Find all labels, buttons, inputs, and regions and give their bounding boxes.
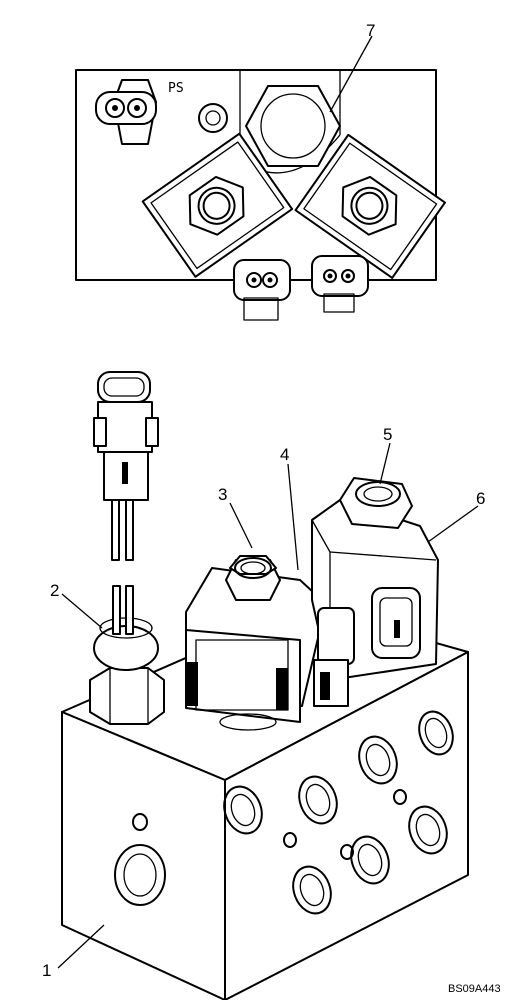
callout-1-label: 1 [42,961,51,980]
coil-base-ring [219,713,277,731]
plug-top [198,103,228,133]
callout-2-label: 2 [50,581,59,600]
isometric-view [61,371,469,1000]
callout-5-label: 5 [383,425,392,444]
ports-right-face [223,710,454,915]
wiring-connector [93,371,159,501]
cartridge-hex-top [245,85,341,167]
callout-4: 4 [280,445,299,571]
callout-4-label: 4 [280,445,289,464]
port-front-large [114,844,166,906]
callout-1: 1 [42,924,105,980]
solenoid-left-top [141,132,294,278]
coil-connector-center [313,607,355,707]
port-front-small [132,813,148,831]
callout-6: 6 [427,489,485,543]
top-view: PS [75,69,446,321]
callout-3: 3 [218,485,253,549]
drawing-number: BS09A443 [448,983,501,995]
pressure-switch-top [95,79,157,145]
connector-left-top [233,259,291,321]
callout-6-label: 6 [476,489,485,508]
callout-5: 5 [379,425,392,485]
solenoid-valve-3 [185,555,327,723]
solenoid-right-top [294,133,446,279]
callout-7-label: 7 [366,21,375,40]
ps-label: PS [168,81,184,96]
coil-connector-right [371,587,421,659]
callout-3-label: 3 [218,485,227,504]
connector-right-top [311,255,369,313]
callout-7: 7 [329,21,375,113]
pressure-switch [89,499,165,725]
callout-2: 2 [50,581,103,629]
